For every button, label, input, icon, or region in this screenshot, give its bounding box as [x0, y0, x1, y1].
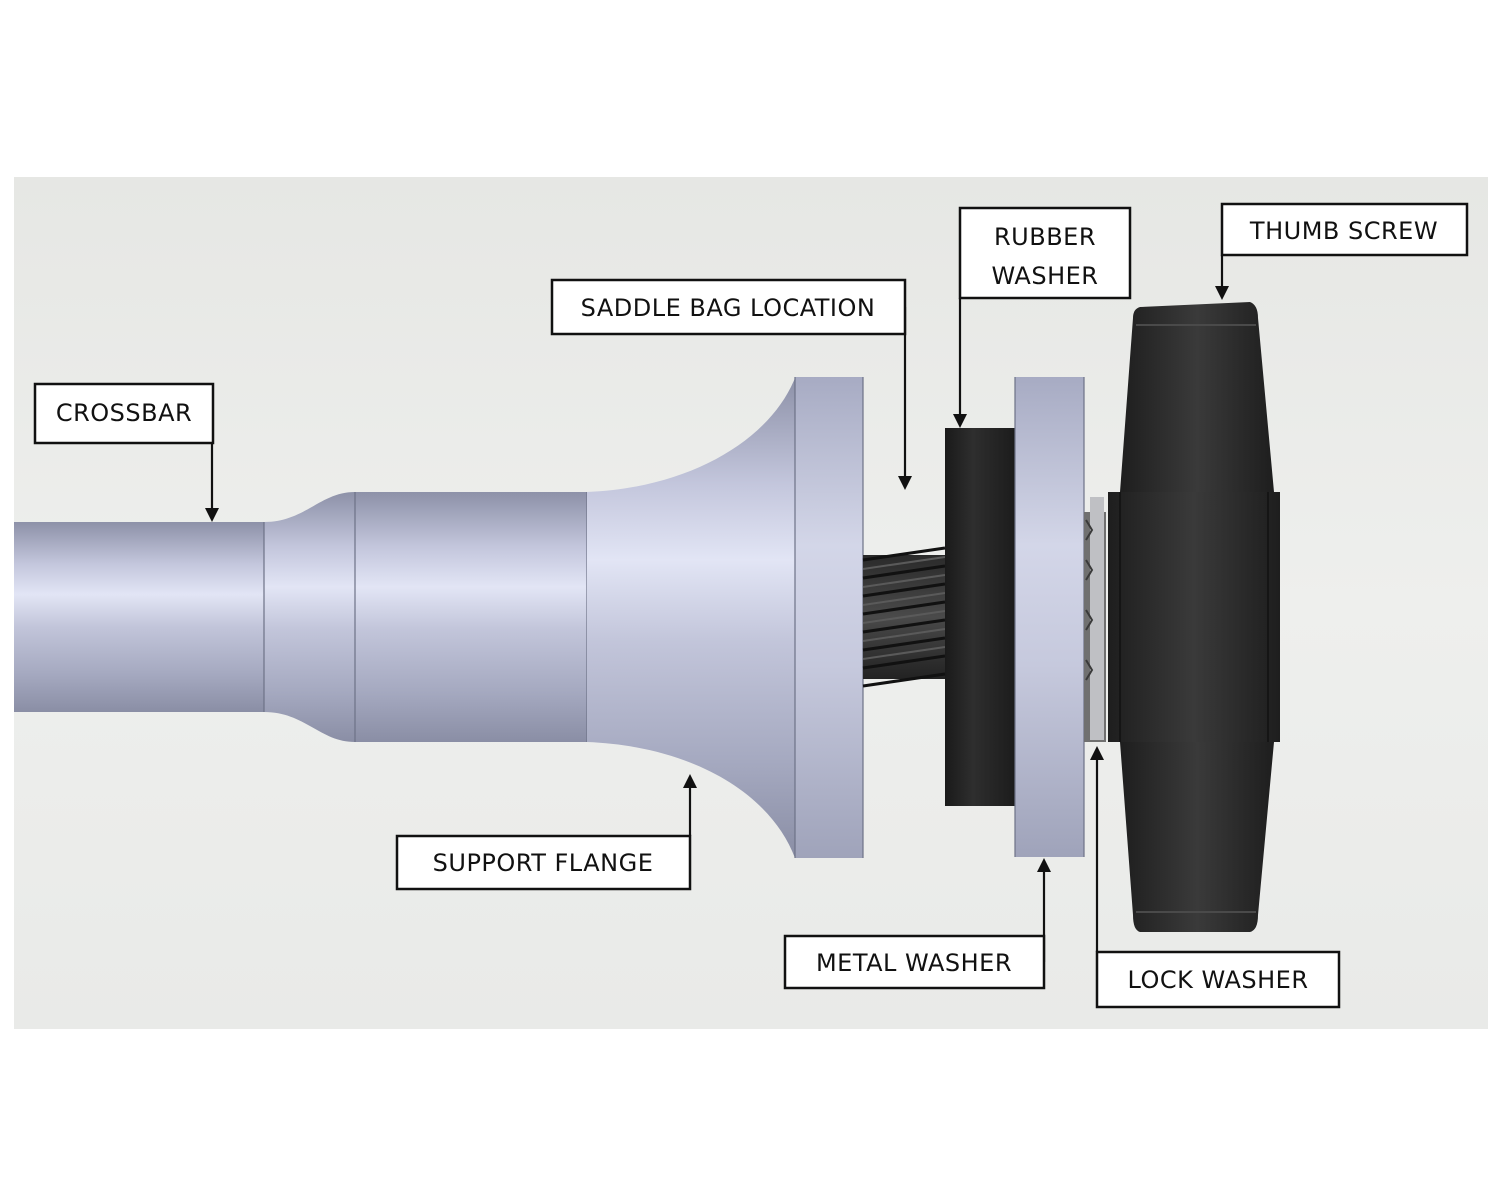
crossbar-part	[14, 492, 588, 742]
lock-washer-part	[1084, 497, 1106, 742]
label-thumb-screw-text: THUMB SCREW	[1249, 217, 1438, 245]
metal-washer-part	[1014, 377, 1085, 857]
label-rubber-washer-line1: RUBBER	[994, 223, 1096, 251]
label-rubber-washer-line2: WASHER	[992, 262, 1099, 290]
label-support-flange: SUPPORT FLANGE	[395, 834, 692, 891]
label-saddle-bag-location-text: SADDLE BAG LOCATION	[581, 294, 876, 322]
support-flange-part	[587, 377, 864, 858]
label-crossbar: CROSSBAR	[33, 382, 215, 445]
label-thumb-screw: THUMB SCREW	[1220, 202, 1469, 257]
label-lock-washer-text: LOCK WASHER	[1128, 966, 1309, 994]
thumb-screw-part	[1108, 302, 1280, 932]
label-metal-washer-text: METAL WASHER	[816, 949, 1012, 977]
label-saddle-bag-location: SADDLE BAG LOCATION	[550, 278, 907, 336]
rubber-washer-part	[945, 428, 1015, 806]
label-crossbar-text: CROSSBAR	[56, 399, 192, 427]
label-metal-washer: METAL WASHER	[783, 934, 1046, 990]
label-lock-washer: LOCK WASHER	[1095, 950, 1341, 1009]
leader-lines	[205, 255, 1229, 962]
label-rubber-washer: RUBBER WASHER	[958, 206, 1132, 300]
label-support-flange-text: SUPPORT FLANGE	[433, 849, 654, 877]
threaded-stud	[862, 546, 946, 688]
